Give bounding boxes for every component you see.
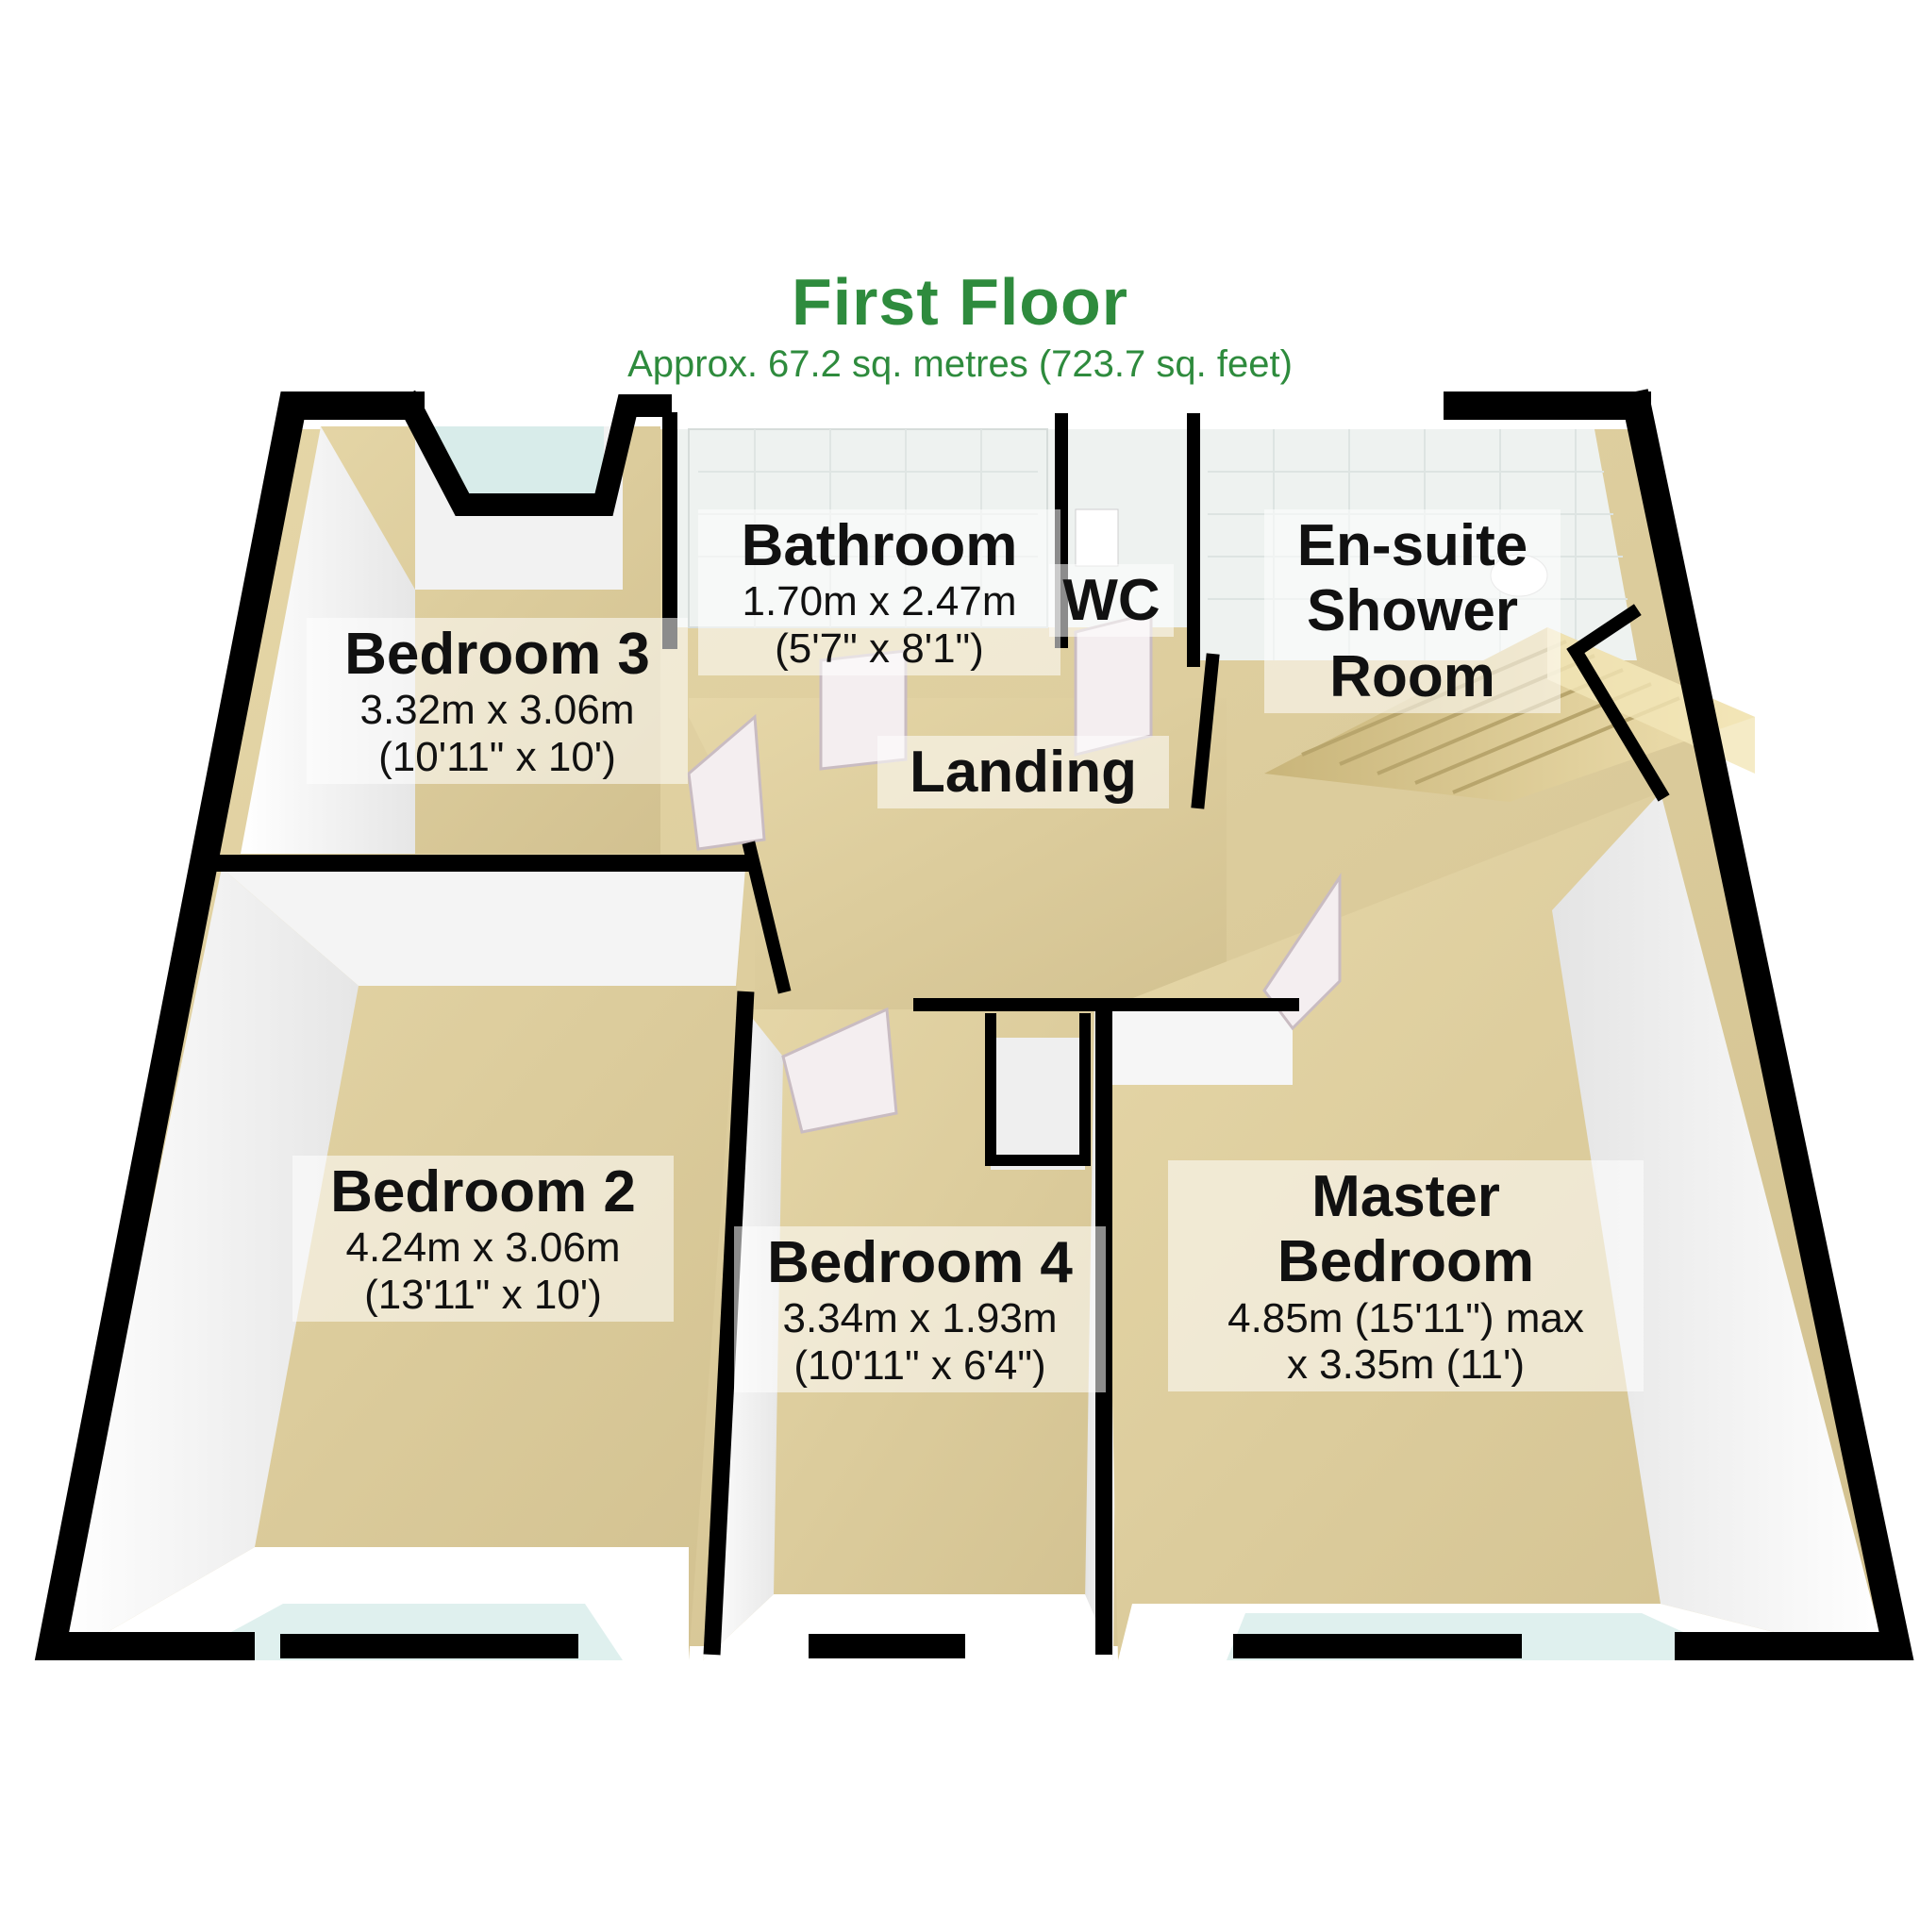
bedroom-4-label: Bedroom 4 3.34m x 1.93m (10'11" x 6'4") (734, 1226, 1106, 1392)
room-name: Bedroom 2 (330, 1159, 636, 1224)
room-name-line2: Bedroom (1277, 1229, 1535, 1295)
floor-title: First Floor (791, 265, 1129, 339)
master-bedroom-door (1262, 873, 1342, 1031)
master-bedroom-label: Master Bedroom 4.85m (15'11") max x 3.35… (1168, 1160, 1644, 1392)
room-imperial: (5'7" x 8'1") (775, 625, 984, 672)
room-name-line1: En-suite (1296, 513, 1528, 578)
room-imperial: (10'11" x 10') (378, 733, 616, 780)
room-metric: 3.32m x 3.06m (359, 687, 635, 734)
bedroom-4-door (781, 1007, 898, 1134)
room-name: Landing (909, 740, 1138, 805)
room-imperial: (13'11" x 10') (364, 1271, 602, 1318)
room-name: Bedroom 4 (767, 1230, 1073, 1295)
floor-area: Approx. 67.2 sq. metres (723.7 sq. feet) (627, 343, 1293, 385)
room-metric: 3.34m x 1.93m (782, 1295, 1058, 1342)
room-name: WC (1062, 568, 1160, 633)
bedroom-3-label: Bedroom 3 3.32m x 3.06m (10'11" x 10') (307, 618, 688, 784)
room-name-line3: Room (1329, 643, 1495, 709)
room-name: Bathroom (741, 513, 1018, 578)
room-metric: 4.24m x 3.06m (345, 1224, 621, 1272)
room-imperial: (10'11" x 6'4") (793, 1341, 1046, 1389)
bedroom-3-window (425, 426, 604, 514)
ensuite-label: En-suite Shower Room (1264, 509, 1561, 714)
wc-toilet (1075, 508, 1119, 567)
bedroom-2-label: Bedroom 2 4.24m x 3.06m (13'11" x 10') (292, 1156, 674, 1322)
bedroom-4-cupboard (991, 1038, 1085, 1170)
bedroom-3-door (687, 713, 766, 851)
room-metric: 1.70m x 2.47m (742, 578, 1017, 625)
room-dim-line2: x 3.35m (11') (1286, 1341, 1526, 1389)
bathroom-label: Bathroom 1.70m x 2.47m (5'7" x 8'1") (698, 509, 1060, 675)
room-dim-line1: 4.85m (15'11") max (1227, 1294, 1584, 1341)
landing-label: Landing (877, 736, 1169, 809)
room-name-line1: Master (1311, 1164, 1500, 1229)
room-name: Bedroom 3 (344, 622, 650, 687)
room-name-line2: Shower (1307, 578, 1518, 644)
doors (687, 611, 1342, 1134)
wc-label: WC (1049, 564, 1174, 638)
